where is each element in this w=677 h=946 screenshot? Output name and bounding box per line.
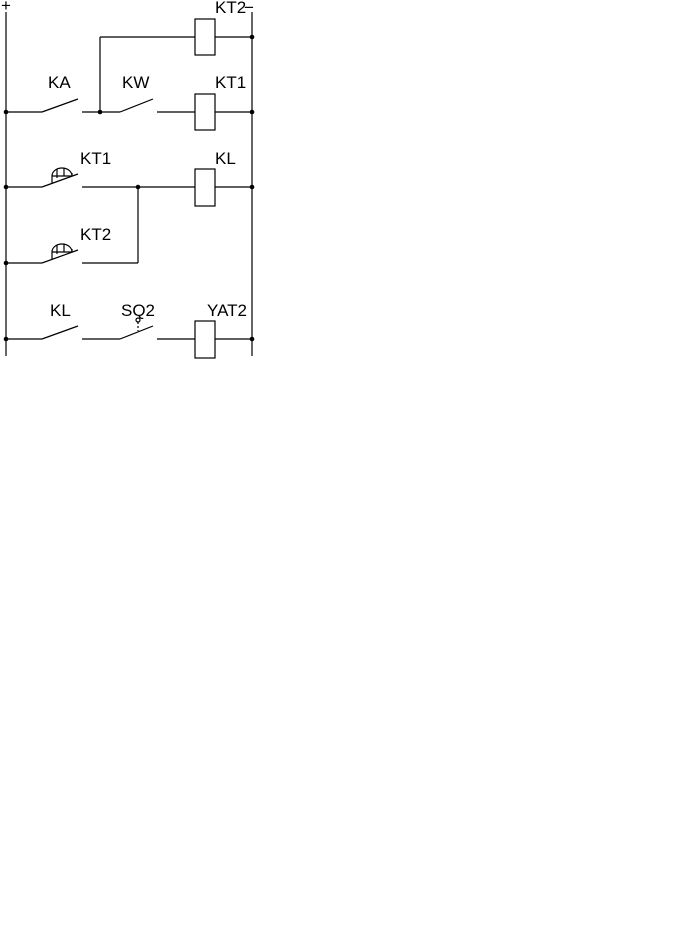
kt2-coil-branch: KT2 — [99, 0, 255, 112]
junction-dot — [249, 109, 255, 115]
kl-contact — [41, 325, 79, 340]
kt1-coil — [194, 93, 216, 131]
junction-dot — [249, 184, 255, 190]
kl-coil-label: KL — [215, 149, 236, 168]
kt2-contact-label: KT2 — [80, 225, 111, 244]
kt1-contact-label: KT1 — [80, 149, 111, 168]
yat2-coil-label: YAT2 — [207, 301, 247, 320]
ka-label: KA — [48, 73, 71, 92]
kl-coil — [194, 168, 216, 207]
junction-dot — [97, 109, 103, 115]
kt2-delay-icon — [51, 243, 73, 259]
yat2-coil — [194, 320, 216, 359]
kt2-coil-label: KT2 — [215, 0, 246, 17]
junction-dot — [3, 336, 9, 342]
negative-rail-label: − — [244, 0, 254, 17]
sq2-label: SQ2 — [121, 301, 155, 320]
kl-contact-label: KL — [50, 301, 71, 320]
junction-dot — [3, 109, 9, 115]
kt1-coil-label: KT1 — [215, 73, 246, 92]
kt2-contact-branch: KT2 — [3, 187, 139, 266]
junction-dot — [249, 34, 255, 40]
ka-contact — [41, 98, 79, 113]
positive-rail-label: + — [1, 0, 11, 15]
sq2-contact — [119, 325, 154, 340]
kt1-coil-branch: KA KW KT1 — [3, 73, 255, 131]
junction-dot — [3, 260, 9, 266]
kw-label: KW — [122, 73, 149, 92]
kt2-coil — [194, 18, 216, 56]
kw-contact — [119, 98, 154, 113]
junction-dot — [249, 336, 255, 342]
junction-dot — [3, 184, 9, 190]
kt1-delay-icon — [51, 167, 73, 183]
kl-coil-branch: KT1 KL — [3, 149, 255, 207]
yat2-coil-branch: KL SQ2 YAT2 — [3, 301, 255, 359]
